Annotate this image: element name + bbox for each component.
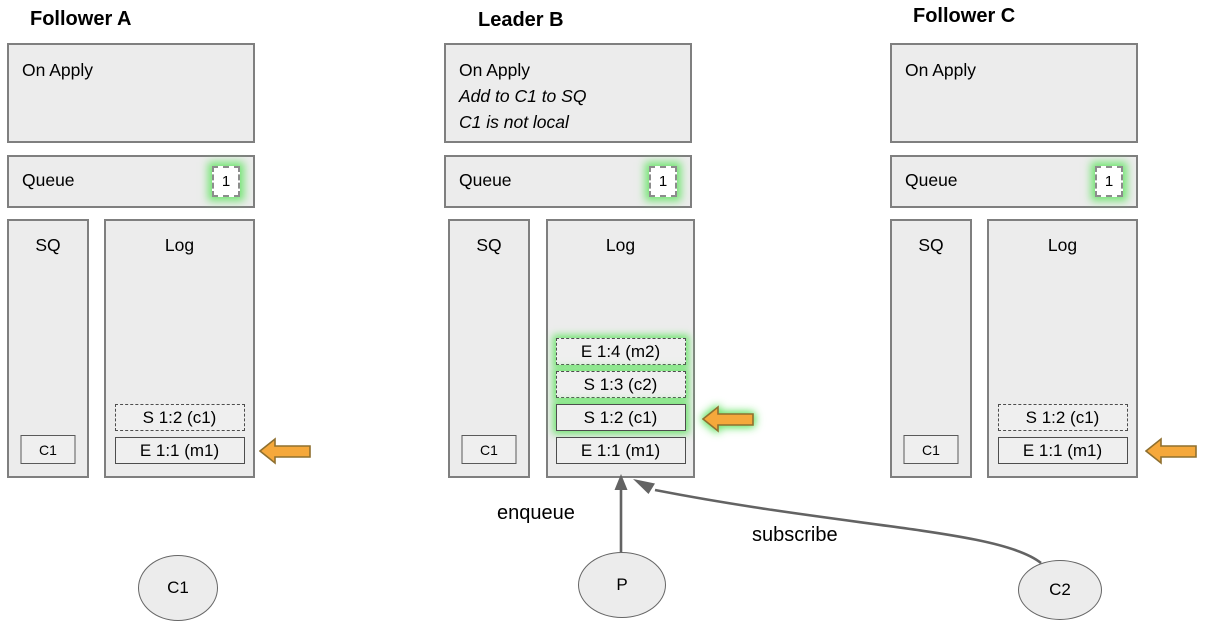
highlight-arrow-icon <box>1145 437 1197 465</box>
sq-item-c1: C1 <box>20 435 76 464</box>
sq-box: SQ C1 <box>890 219 972 478</box>
subscribe-label: subscribe <box>752 524 838 546</box>
node-leader-b: Leader B On Apply Add to C1 to SQ C1 is … <box>444 0 695 632</box>
sq-box: SQ C1 <box>448 219 530 478</box>
highlight-arrow-icon <box>702 405 754 433</box>
log-box: Log S 1:2 (c1) E 1:1 (m1) <box>987 219 1138 478</box>
sq-item-c1: C1 <box>461 435 517 464</box>
queue-count-badge: 1 <box>212 166 240 197</box>
sq-item-c1: C1 <box>903 435 959 464</box>
queue-box: Queue 1 <box>890 155 1138 208</box>
queue-count-badge: 1 <box>1095 166 1123 197</box>
log-entries: S 1:2 (c1) E 1:1 (m1) <box>989 404 1136 464</box>
queue-label: Queue <box>22 170 75 190</box>
actor-p: P <box>578 552 666 618</box>
node-follower-c: Follower C On Apply Queue 1 SQ C1 Log S … <box>890 0 1138 632</box>
queue-label: Queue <box>459 170 512 190</box>
log-label: Log <box>1047 235 1078 255</box>
on-apply-label: On Apply <box>459 60 531 80</box>
node-title: Follower A <box>30 8 132 30</box>
queue-count-badge: 1 <box>649 166 677 197</box>
on-apply-note: C1 is not local <box>459 112 569 132</box>
node-title: Follower C <box>913 5 1016 27</box>
on-apply-label: On Apply <box>22 60 94 80</box>
enqueue-label: enqueue <box>497 502 575 524</box>
log-entries: S 1:2 (c1) E 1:1 (m1) <box>106 404 253 464</box>
log-entry: E 1:4 (m2) <box>555 338 686 365</box>
log-entries: E 1:4 (m2) S 1:3 (c2) S 1:2 (c1) E 1:1 (… <box>548 338 693 464</box>
on-apply-note: Add to C1 to SQ <box>459 86 587 106</box>
on-apply-label: On Apply <box>905 60 977 80</box>
log-box: Log S 1:2 (c1) E 1:1 (m1) <box>104 219 255 478</box>
log-entry: S 1:3 (c2) <box>555 371 686 398</box>
sq-label: SQ <box>918 235 944 255</box>
actor-c2: C2 <box>1018 560 1102 620</box>
actor-label: C1 <box>167 578 189 597</box>
node-follower-a: Follower A On Apply Queue 1 SQ C1 Log S … <box>7 0 255 632</box>
actor-c1: C1 <box>138 555 218 621</box>
log-box: Log E 1:4 (m2) S 1:3 (c2) S 1:2 (c1) E 1… <box>546 219 695 478</box>
on-apply-box: On Apply <box>7 43 255 143</box>
on-apply-box: On Apply <box>890 43 1138 143</box>
log-entry: E 1:1 (m1) <box>997 437 1128 464</box>
log-entry: S 1:2 (c1) <box>114 404 245 431</box>
sq-box: SQ C1 <box>7 219 89 478</box>
node-title: Leader B <box>478 9 564 31</box>
queue-box: Queue 1 <box>7 155 255 208</box>
highlight-arrow-icon <box>259 437 311 465</box>
log-entry: S 1:2 (c1) <box>555 404 686 431</box>
queue-label: Queue <box>905 170 958 190</box>
actor-label: P <box>616 575 628 594</box>
sq-label: SQ <box>476 235 502 255</box>
sq-label: SQ <box>35 235 61 255</box>
log-label: Log <box>164 235 195 255</box>
queue-box: Queue 1 <box>444 155 692 208</box>
log-entry: E 1:1 (m1) <box>114 437 245 464</box>
log-entry: S 1:2 (c1) <box>997 404 1128 431</box>
log-entry: E 1:1 (m1) <box>555 437 686 464</box>
log-label: Log <box>605 235 636 255</box>
actor-label: C2 <box>1049 580 1071 599</box>
on-apply-box: On Apply Add to C1 to SQ C1 is not local <box>444 43 692 143</box>
